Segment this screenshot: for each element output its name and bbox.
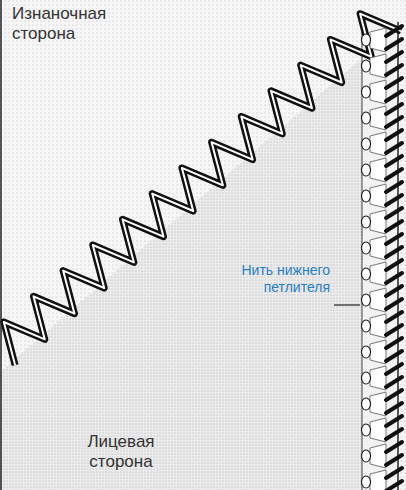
looper-thread-loop: [362, 450, 371, 462]
leader-line: [334, 304, 360, 305]
looper-thread-segment: [370, 184, 386, 208]
looper-thread-loop: [362, 476, 371, 488]
diagonal-overlock-stitch: [4, 14, 401, 365]
label-slot: Изнаночная сторона: [12, 4, 132, 45]
looper-thread-segment: [370, 418, 386, 442]
needle-thread: [386, 364, 402, 387]
looper-thread-loop: [362, 86, 371, 98]
side-label: Лицевая сторона: [66, 432, 176, 473]
side-label: Изнаночная сторона: [12, 4, 132, 45]
needle-thread: [386, 182, 402, 205]
thread-highlight: [4, 14, 401, 365]
looper-thread-loop: [362, 190, 371, 202]
looper-thread-segment: [370, 288, 386, 312]
thread-label: Нить нижнего петлителя: [238, 262, 330, 296]
label-slot: Лицевая сторона: [66, 432, 176, 473]
needle-thread: [386, 156, 402, 179]
looper-thread-loop: [362, 372, 371, 384]
needle-thread: [386, 338, 402, 361]
needle-thread: [386, 312, 402, 335]
face-side-fabric: [0, 58, 362, 490]
looper-thread-segment: [370, 106, 386, 130]
looper-thread-segment: [370, 132, 386, 156]
needle-thread: [386, 52, 402, 75]
looper-thread-loop: [362, 242, 371, 254]
looper-thread-segment: [370, 236, 386, 260]
looper-thread-segment: [370, 28, 386, 52]
edge-looper-stitch: [362, 26, 403, 490]
frame-line: [0, 0, 2, 490]
looper-thread-segment: [370, 444, 386, 468]
looper-thread-loop: [362, 398, 371, 410]
looper-thread-segment: [370, 392, 386, 416]
looper-thread-segment: [370, 262, 386, 286]
looper-thread-segment: [370, 210, 386, 234]
looper-thread-loop: [362, 216, 371, 228]
looper-thread-loop: [362, 294, 371, 306]
looper-thread-loop: [362, 60, 371, 72]
looper-thread-loop: [362, 164, 371, 176]
looper-thread-segment: [370, 314, 386, 338]
looper-thread-loop: [362, 424, 371, 436]
looper-thread-loop: [362, 138, 371, 150]
needle-thread: [386, 260, 402, 283]
needle-thread: [386, 390, 402, 413]
needle-thread: [386, 416, 402, 439]
looper-thread-loop: [362, 268, 371, 280]
needle-thread: [386, 26, 402, 49]
looper-thread-segment: [370, 158, 386, 182]
thread-stroke: [4, 14, 401, 365]
needle-thread: [386, 78, 402, 101]
label-slot: Нить нижнего петлителя: [238, 262, 330, 296]
needle-thread: [386, 208, 402, 231]
looper-thread-loop: [362, 112, 371, 124]
needle-thread: [386, 104, 402, 127]
needle-thread: [386, 442, 402, 465]
looper-thread-loop: [362, 34, 371, 46]
needle-thread: [386, 234, 402, 257]
looper-thread-loop: [362, 346, 371, 358]
needle-thread: [386, 286, 402, 309]
needle-thread: [386, 130, 402, 153]
looper-thread-segment: [370, 54, 386, 78]
looper-thread-segment: [370, 80, 386, 104]
looper-thread-segment: [370, 366, 386, 390]
needle-thread: [386, 468, 402, 490]
looper-thread-loop: [362, 320, 371, 332]
looper-thread-segment: [370, 340, 386, 364]
looper-thread-segment: [370, 470, 386, 490]
